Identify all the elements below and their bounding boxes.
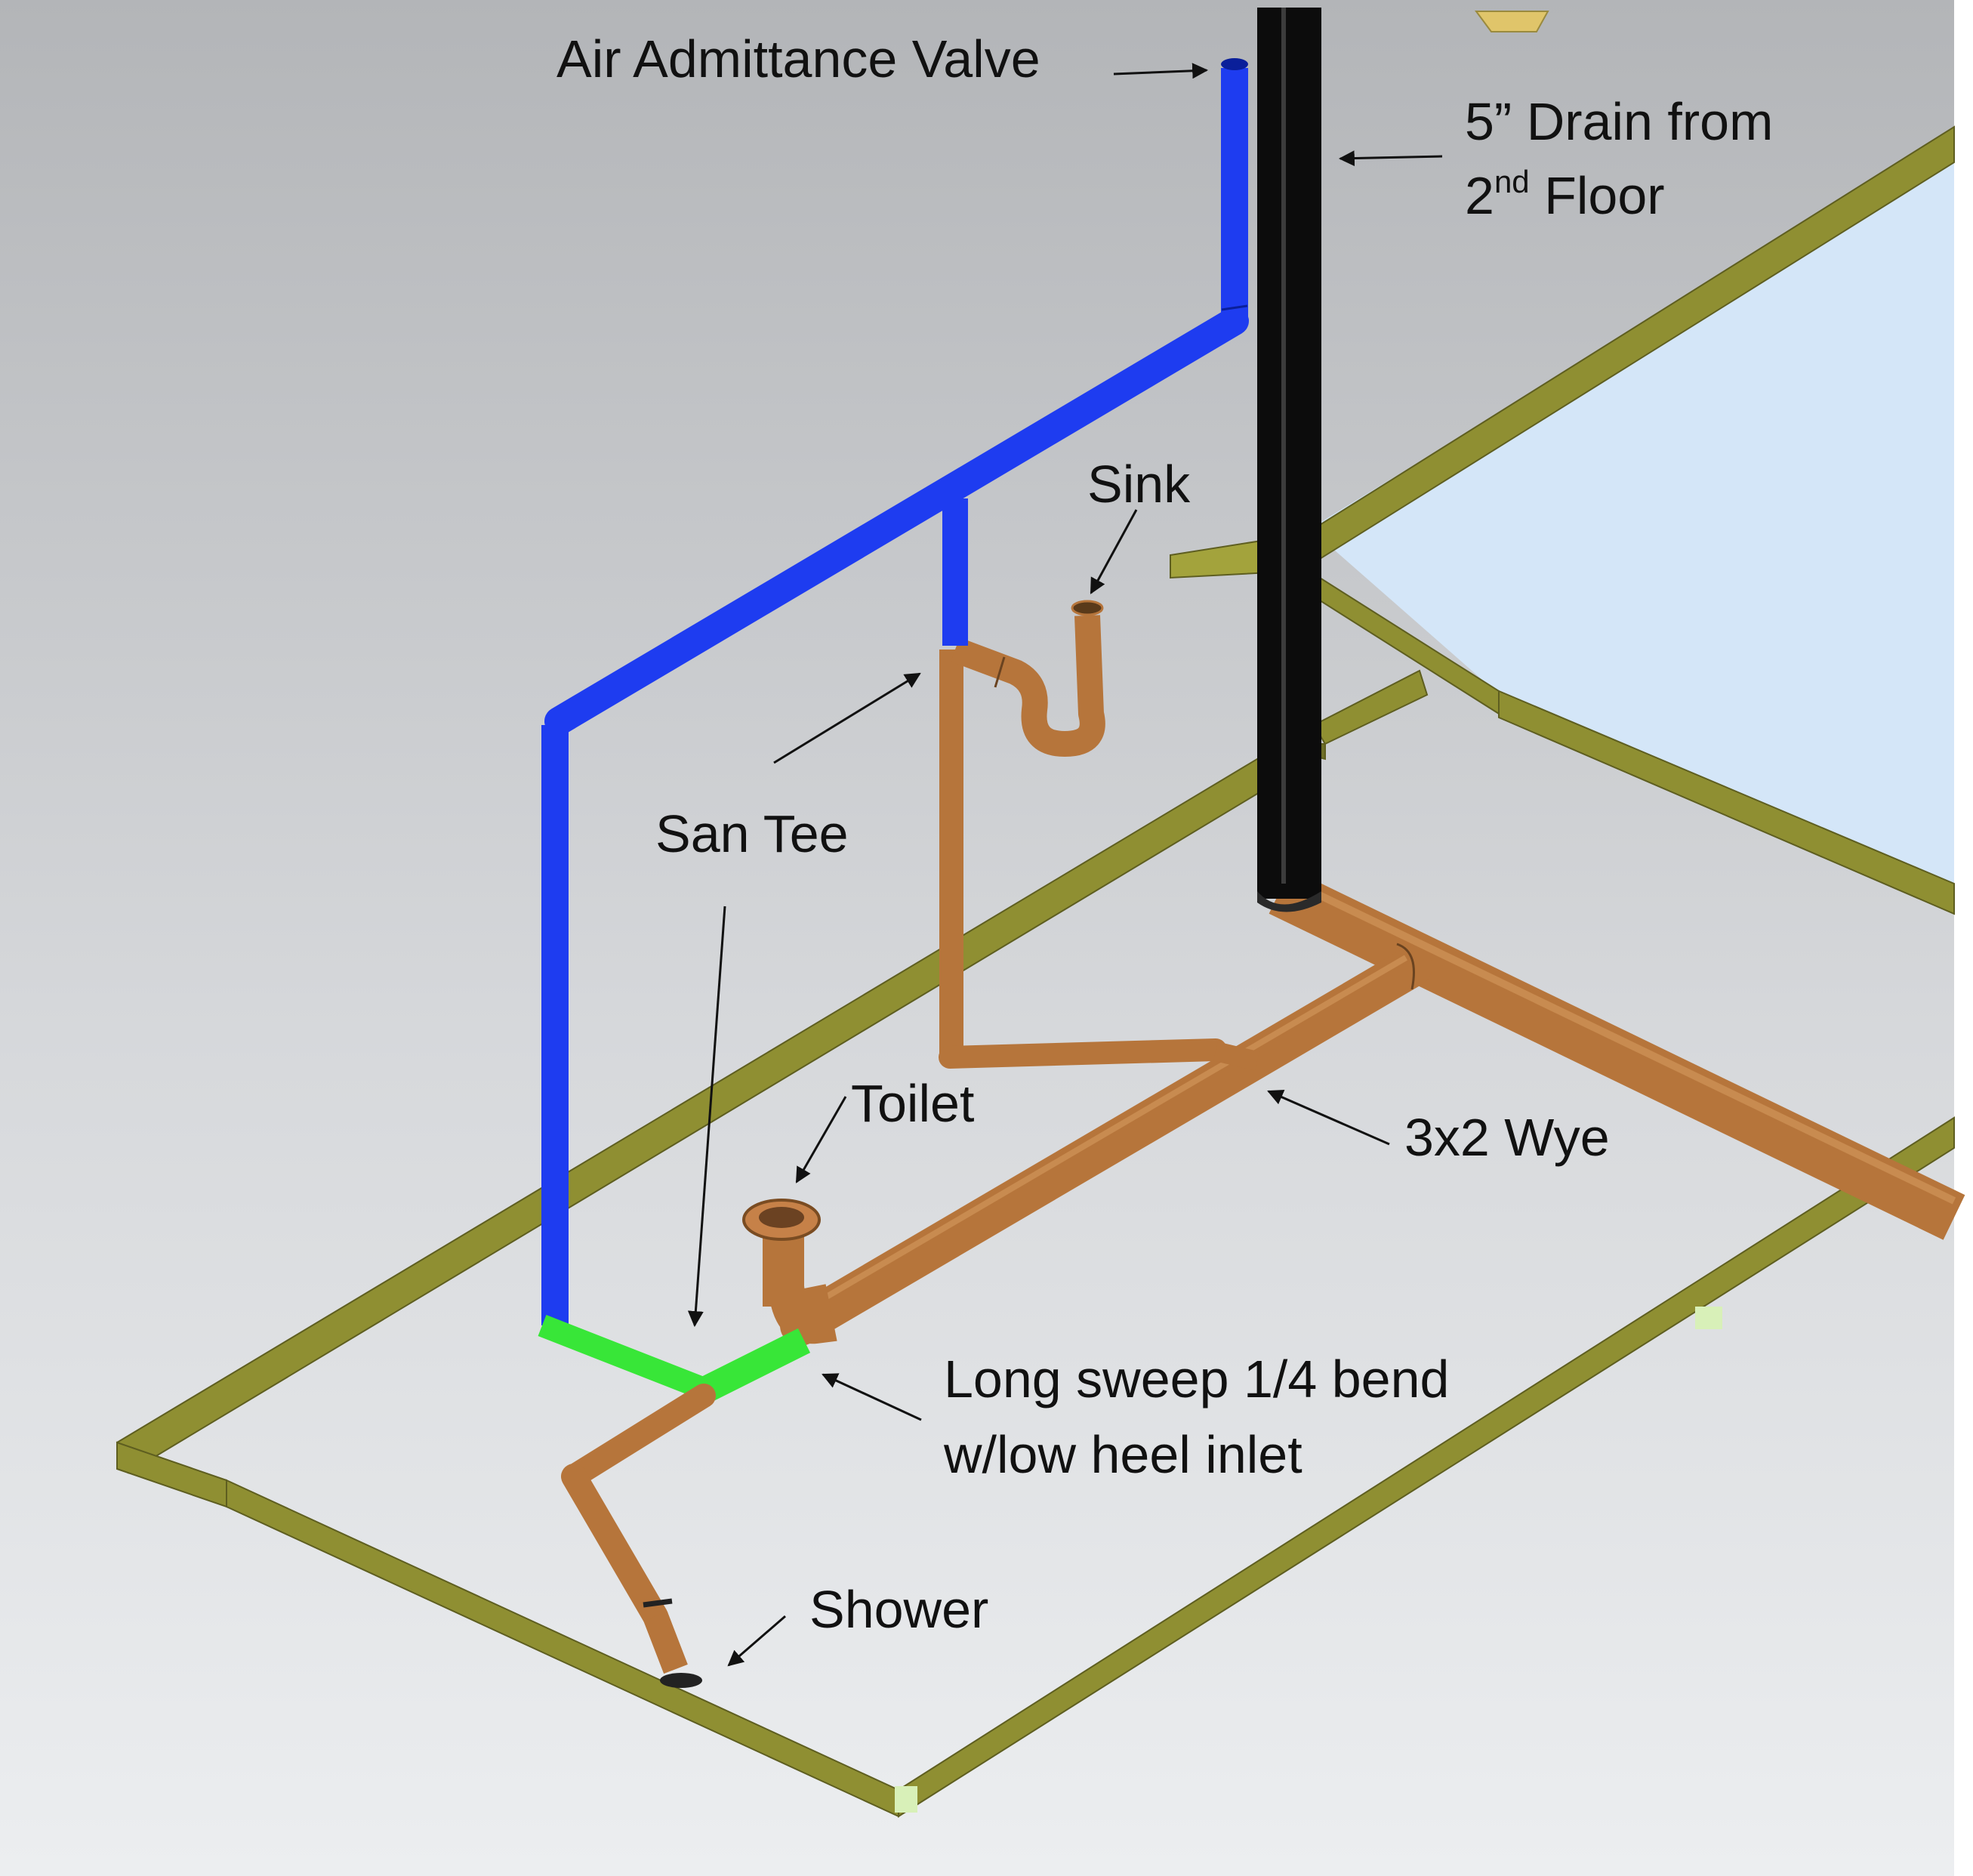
sink-p-trap bbox=[951, 600, 1105, 757]
vent-piping bbox=[541, 58, 1249, 1325]
toilet-branch-drain bbox=[780, 946, 1432, 1346]
drain-label-line1: 5” Drain from bbox=[1465, 92, 1773, 151]
wye-fitting bbox=[1396, 943, 1415, 990]
shower-label: Shower bbox=[809, 1580, 988, 1639]
san-tee-label: San Tee bbox=[655, 804, 849, 863]
drain-label-number: 2 bbox=[1465, 166, 1494, 225]
lower-framing bbox=[116, 746, 1955, 1818]
drain-label-line2: 2nd Floor bbox=[1465, 164, 1665, 225]
sink-drain bbox=[939, 650, 1259, 1071]
wye-label: 3x2 Wye bbox=[1404, 1108, 1610, 1167]
toilet-flange bbox=[742, 1199, 837, 1344]
drain-label-floor: Floor bbox=[1530, 166, 1665, 225]
san-tee bbox=[538, 1315, 811, 1402]
label-arrows bbox=[687, 63, 1443, 1667]
upper-framing bbox=[1170, 125, 1955, 915]
bend-label-line2: w/low heel inlet bbox=[943, 1425, 1302, 1484]
air-admittance-valve-label: Air Admittance Valve bbox=[556, 29, 1040, 88]
block bbox=[1475, 11, 1549, 32]
floor-panel bbox=[1310, 134, 1954, 887]
main-drain bbox=[1269, 869, 1965, 1240]
toilet-label: Toilet bbox=[851, 1074, 974, 1133]
bend-label-line1: Long sweep 1/4 bend bbox=[944, 1350, 1449, 1409]
sink-label: Sink bbox=[1087, 455, 1191, 514]
right-margin bbox=[1954, 0, 1973, 1876]
shower-drain bbox=[561, 1384, 716, 1688]
stack bbox=[1257, 8, 1321, 912]
drain-label-superscript: nd bbox=[1494, 164, 1530, 199]
